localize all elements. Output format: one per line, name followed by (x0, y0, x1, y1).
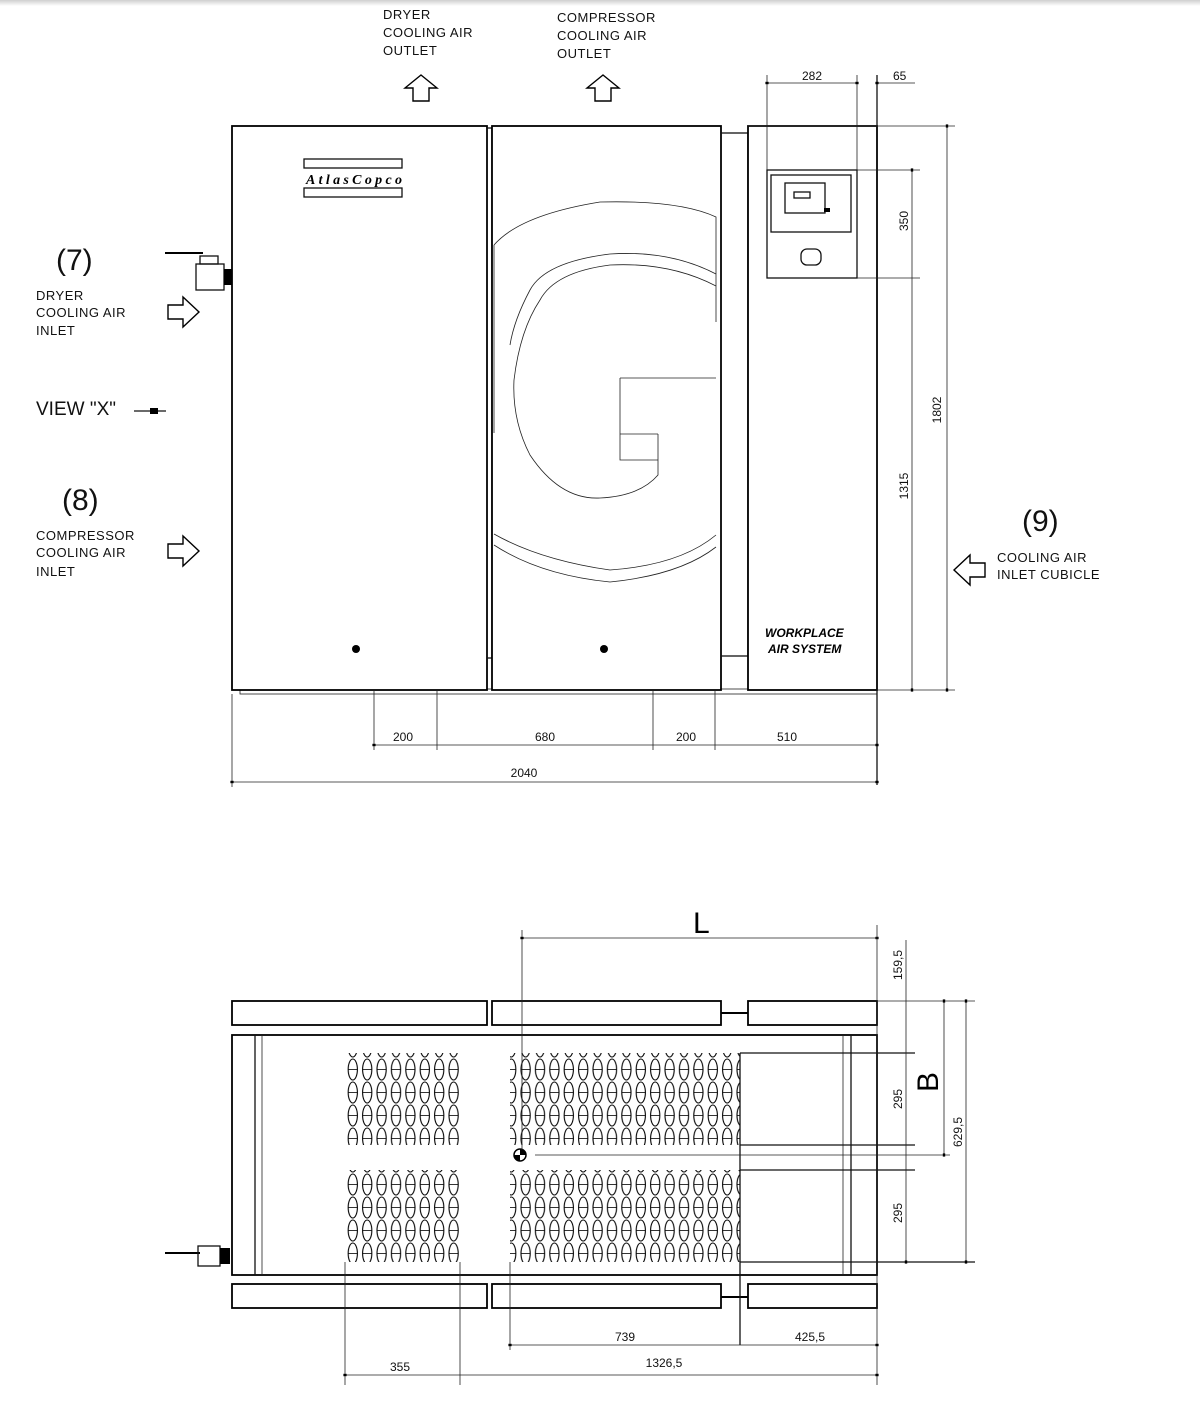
label-line: INLET CUBICLE (997, 567, 1100, 582)
dim-total-width: 2040 (511, 766, 538, 780)
emergency-stop-icon (800, 248, 822, 266)
label-line: OUTLET (383, 43, 437, 58)
dim-B-label: B (912, 1072, 945, 1092)
arrow-up-icon (403, 74, 439, 102)
ventilation-grille (345, 1053, 460, 1145)
atlas-copco-logo: AtlasCopco (303, 158, 403, 198)
dim-grille-lower: 295 (891, 1203, 905, 1223)
panel-gap (720, 132, 749, 657)
dim-total-span: 1326,5 (646, 1356, 683, 1370)
arrow-left-icon (952, 553, 986, 587)
callout-number: (7) (56, 244, 93, 277)
front-dimensions (230, 75, 955, 787)
label-line: COOLING AIR (36, 545, 126, 560)
g-logo (493, 201, 717, 583)
dim-controller-width: 282 (802, 69, 822, 83)
label-line: OUTLET (557, 46, 611, 61)
label-line: COMPRESSOR (36, 528, 135, 543)
brand-text: AtlasCopco (305, 173, 402, 188)
label-line: INLET (36, 323, 75, 338)
dim-right-offset: 425,5 (795, 1330, 825, 1344)
bottom-rail (747, 1283, 878, 1309)
dim-top-offset: 159,5 (891, 950, 905, 980)
top-rail (491, 1000, 722, 1026)
top-edge (0, 0, 1200, 6)
logo-line: AIR SYSTEM (767, 642, 842, 656)
arrow-up-icon (585, 74, 621, 102)
front-view: DRYER COOLING AIR OUTLET COMPRESSOR COOL… (36, 7, 1100, 787)
dim-seg: 200 (393, 730, 413, 744)
dim-L-label: L (693, 907, 710, 940)
dim-seg: 200 (676, 730, 696, 744)
compressor-outlet-label: COMPRESSOR COOLING AIR OUTLET (557, 10, 656, 61)
door-lock-icon (600, 645, 608, 653)
logo-line: WORKPLACE (765, 626, 845, 640)
top-view: L B 159,5 295 295 629,5 739 425,5 355 13… (165, 907, 975, 1385)
compressor-panel (491, 125, 722, 691)
ventilation-grille (510, 1053, 740, 1145)
view-arrow-icon (134, 408, 166, 414)
controller-panel (766, 169, 858, 279)
dim-seg: 510 (777, 730, 797, 744)
ventilation-grille (510, 1170, 740, 1262)
door-lock-icon (352, 645, 360, 653)
dryer-outlet-label: DRYER COOLING AIR OUTLET (383, 7, 473, 58)
label-line: COOLING AIR (997, 550, 1087, 565)
dryer-panel (231, 125, 488, 691)
dim-frame-depth: 629,5 (951, 1117, 965, 1147)
dim-controller-height: 350 (897, 211, 911, 231)
label-line: DRYER (36, 288, 84, 303)
arrow-right-icon (167, 534, 201, 568)
top-rail (747, 1000, 878, 1026)
workplace-air-system-logo: WORKPLACE AIR SYSTEM (765, 626, 845, 656)
arrow-right-icon (167, 295, 201, 329)
dim-side-offset: 65 (893, 69, 907, 83)
dim-grille-width: 739 (615, 1330, 635, 1344)
ventilation-grille (345, 1170, 460, 1262)
dim-total-height: 1802 (930, 396, 944, 423)
label-line: COOLING AIR (383, 25, 473, 40)
dim-grille-upper: 295 (891, 1089, 905, 1109)
top-rail (231, 1000, 488, 1026)
callout-number: (9) (1022, 505, 1059, 538)
valve-icon (165, 252, 232, 291)
top-dimensions (343, 925, 975, 1385)
label-line: DRYER (383, 7, 431, 22)
valve-icon (165, 1245, 230, 1267)
dim-seg: 680 (535, 730, 555, 744)
bottom-rail (231, 1283, 488, 1309)
label-line: INLET (36, 564, 75, 579)
callout-number: (8) (62, 484, 99, 517)
label-line: COMPRESSOR (557, 10, 656, 25)
cubicle-panel (747, 125, 878, 691)
bottom-rail (491, 1283, 722, 1309)
dim-left-grille: 355 (390, 1360, 410, 1374)
label-line: COOLING AIR (36, 305, 126, 320)
view-x-label: VIEW "X" (36, 399, 116, 420)
dim-lower-height: 1315 (897, 472, 911, 499)
center-of-gravity-icon (513, 1148, 527, 1162)
label-line: COOLING AIR (557, 28, 647, 43)
